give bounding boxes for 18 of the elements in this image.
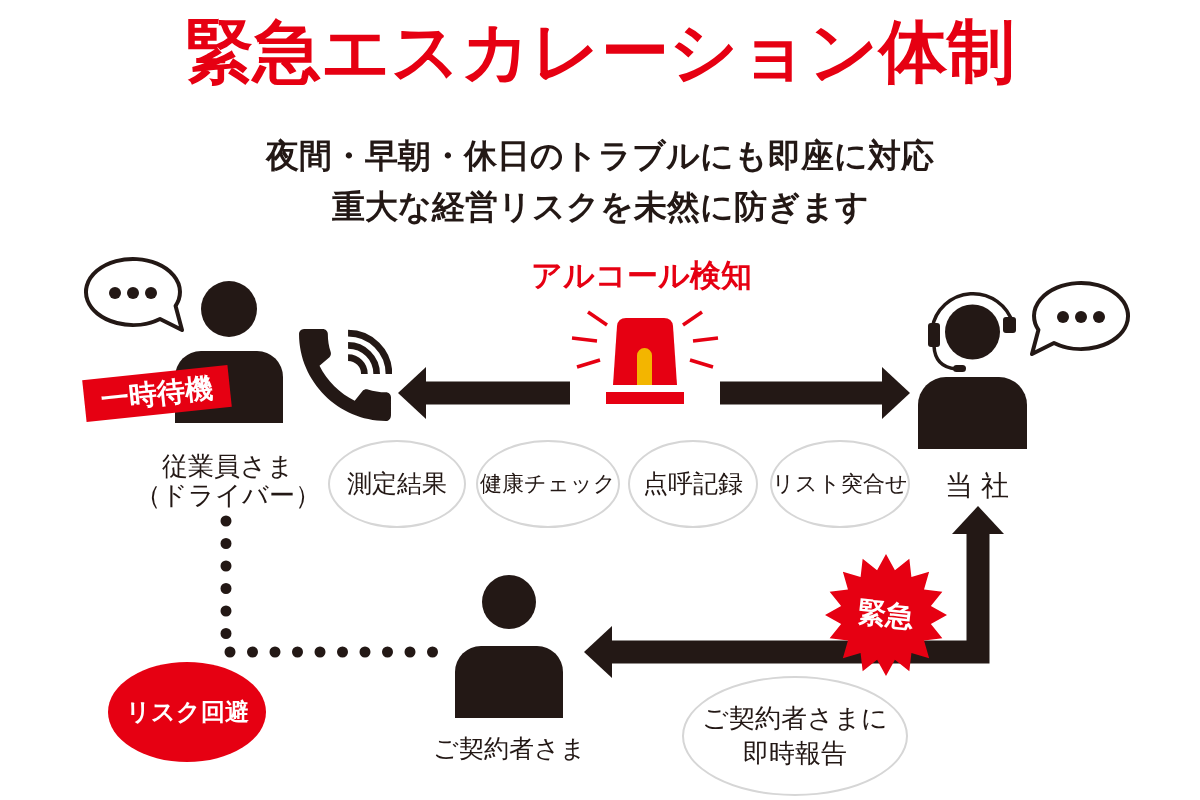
starburst-label: 緊急 xyxy=(825,554,947,676)
item-ellipse: リスト突合せ xyxy=(770,440,910,528)
arrow xyxy=(720,367,910,419)
item-ellipse: 点呼記録 xyxy=(628,440,758,528)
role-label: 当 社 xyxy=(944,468,1010,504)
report-ellipse: ご契約者さまに即時報告 xyxy=(682,676,908,796)
subtitle: 夜間・早朝・休日のトラブルにも即座に対応 xyxy=(266,136,934,176)
role-label: ご契約者さま xyxy=(432,733,586,765)
risk-ellipse: リスク回避 xyxy=(108,662,266,762)
subtitle: 重大な経営リスクを未然に防ぎます xyxy=(331,187,869,227)
title: 緊急エスカレーション体制 xyxy=(185,14,1015,90)
item-ellipse: 健康チェック xyxy=(476,440,620,528)
node-caption: アルコール検知 xyxy=(530,256,752,294)
item-ellipse: 測定結果 xyxy=(328,440,466,528)
status-tag: 一時待機 xyxy=(82,365,232,422)
role-label: 従業員さま（ドライバー） xyxy=(134,452,322,510)
arrow xyxy=(398,367,570,419)
arrow xyxy=(584,506,1004,678)
